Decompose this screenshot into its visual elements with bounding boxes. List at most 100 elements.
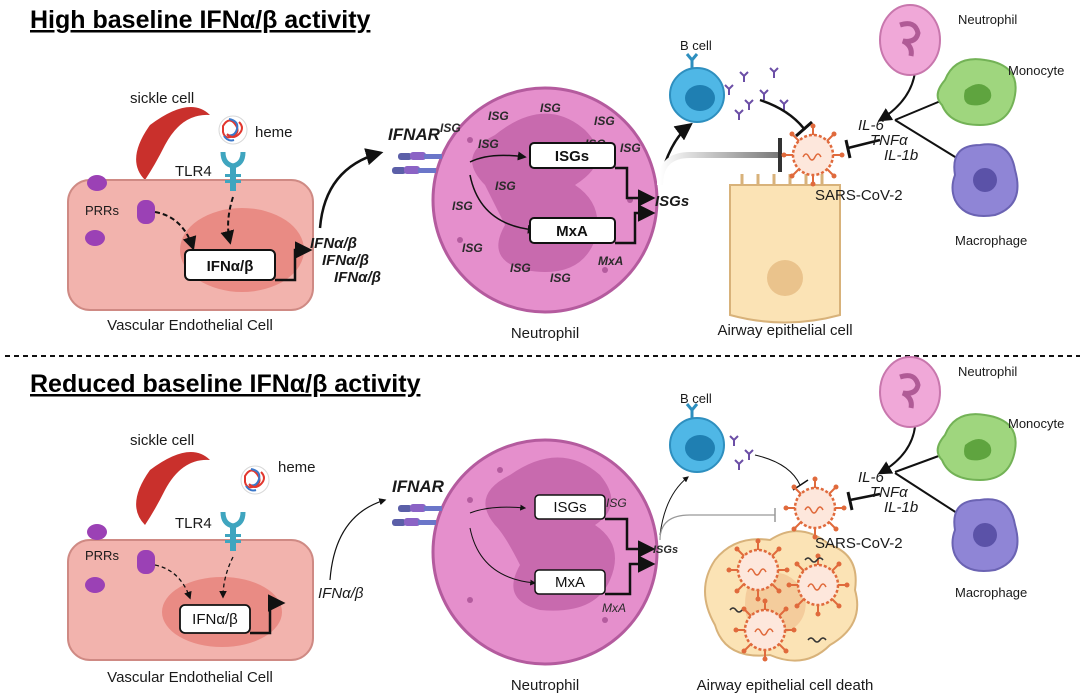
isg-label: ISG (462, 241, 483, 255)
antibody-icon (685, 403, 699, 418)
isgs-out-arrow (615, 166, 656, 207)
antibody-icon (685, 53, 699, 68)
sars-cov-2-icon (780, 122, 846, 188)
prr-signal-arrow (154, 564, 192, 600)
isgs-out-label: ISGs (655, 193, 689, 210)
debris (729, 557, 827, 643)
macrophage-cytokine-line (894, 472, 961, 516)
sars-cov-2-icon (732, 597, 798, 663)
isgs-to-bcell-arrow (659, 476, 689, 536)
heme-icon (240, 465, 270, 495)
isgs-inhibit-virus (659, 514, 775, 541)
prrs-label: PRRs (85, 548, 119, 563)
isgs-out-label: ISGs (653, 544, 678, 556)
neutrophil-small-nucleus (899, 21, 921, 57)
ifnar-receptor-icon (398, 152, 442, 160)
sars-label: SARS-CoV-2 (815, 535, 903, 552)
isg-label: ISG (620, 141, 641, 155)
tlr4-label: TLR4 (175, 515, 212, 532)
heme-icon (218, 115, 248, 145)
ifn-secreted: IFNα/β (310, 235, 357, 252)
cytokine-label: TNFα (870, 484, 908, 501)
sars-label: SARS-CoV-2 (815, 187, 903, 204)
b-cell-label: B cell (680, 391, 712, 406)
isgs-box-label: ISGs (555, 148, 589, 165)
macrophage-label: Macrophage (955, 585, 1027, 600)
macrophage-nucleus (973, 168, 997, 192)
ifnar-label: IFNAR (388, 125, 441, 144)
sars-cov-2-icon (782, 475, 848, 541)
ifnar-receptor-icon (392, 166, 436, 174)
monocyte-nucleus (964, 84, 992, 106)
antibody-inhibit-line (754, 454, 801, 486)
macrophage-label: Macrophage (955, 233, 1027, 248)
prr-icon (85, 577, 105, 593)
ifn-secreted: IFNα/β (334, 269, 381, 286)
neutrophil-small-nucleus (899, 373, 921, 409)
panel-bottom: Reduced baseline IFNα/β activity sickle … (30, 356, 1064, 694)
isgs-out-arrow (605, 517, 656, 558)
prr-icon (85, 230, 105, 246)
mxa-out-arrow (615, 204, 656, 245)
sickle-cell-icon (136, 107, 210, 180)
isg-label: ISG (440, 121, 461, 135)
b-cell-nucleus (685, 435, 715, 461)
isgs-box-label: ISGs (553, 499, 586, 516)
inhibit-bar (846, 491, 854, 511)
prr-icon (137, 550, 155, 574)
isgs-inhibit-virus (657, 152, 780, 186)
neutrophil-label: Neutrophil (511, 325, 579, 342)
antibody-inhibit-line (759, 98, 806, 131)
prr-signal-arrow (154, 211, 197, 251)
ifn-box (179, 604, 251, 634)
isg-out-label: ISG (606, 496, 627, 510)
ifn-out-arrow (275, 241, 313, 282)
ifn-box-label: IFNα/β (192, 611, 238, 628)
ifn-out-arrow (250, 594, 286, 635)
airway-cell (729, 184, 841, 324)
b-cell-nucleus (685, 85, 715, 111)
mxa-box-label: MxA (555, 574, 585, 591)
inhibit-bar (844, 139, 852, 159)
b-cell-label: B cell (680, 38, 712, 53)
mxa-box (529, 217, 616, 244)
cytokine-label: TNFα (870, 132, 908, 149)
ifn-box (184, 249, 276, 281)
airway-nucleus (767, 260, 803, 296)
ifnar-to-mxa-arrow (469, 527, 537, 586)
cytokine-inhibit-line (847, 138, 881, 150)
endothelial-label: Vascular Endothelial Cell (107, 317, 273, 334)
panel-title: Reduced baseline IFNα/β activity (30, 370, 421, 398)
cytokine-label: IL-1b (884, 499, 918, 516)
monocyte-label: Monocyte (1008, 416, 1064, 431)
tlr4-label: TLR4 (175, 163, 212, 180)
cytokine-inhibit-line (849, 492, 881, 502)
macrophage-cytokine-line (894, 119, 961, 161)
cytokine-label: IL-1b (884, 147, 918, 164)
neutrophil-label: Neutrophil (511, 677, 579, 694)
sickle-cell-label: sickle cell (130, 432, 194, 449)
ifnar-to-isgs-arrow (469, 504, 527, 514)
prr-icon (87, 524, 107, 540)
ifn-secreted: IFNα/β (318, 585, 364, 602)
inhibit-bar (795, 120, 813, 138)
sickle-cell-icon (136, 452, 210, 525)
isg-label: ISG (594, 114, 615, 128)
prr-icon (137, 200, 155, 224)
monocyte-nucleus (964, 439, 992, 461)
heme-label: heme (278, 459, 316, 476)
ifn-box-label: IFNα/β (207, 258, 254, 275)
ifn-to-ifnar-arrow (329, 498, 387, 581)
heme-label: heme (255, 124, 293, 141)
tlr4-signal-arrow (219, 556, 234, 599)
sars-cov-2-icon (725, 537, 791, 603)
antibody-cluster-icon (724, 67, 789, 120)
prrs-label: PRRs (85, 203, 119, 218)
endothelial-label: Vascular Endothelial Cell (107, 669, 273, 686)
mxa-box (534, 569, 606, 595)
neutrophil-small-label: Neutrophil (958, 12, 1017, 27)
isg-label: ISG (495, 179, 516, 193)
ifnar-to-mxa-arrow (469, 174, 537, 234)
isg-label: ISG (540, 101, 561, 115)
mxa-box-label: MxA (556, 223, 588, 240)
